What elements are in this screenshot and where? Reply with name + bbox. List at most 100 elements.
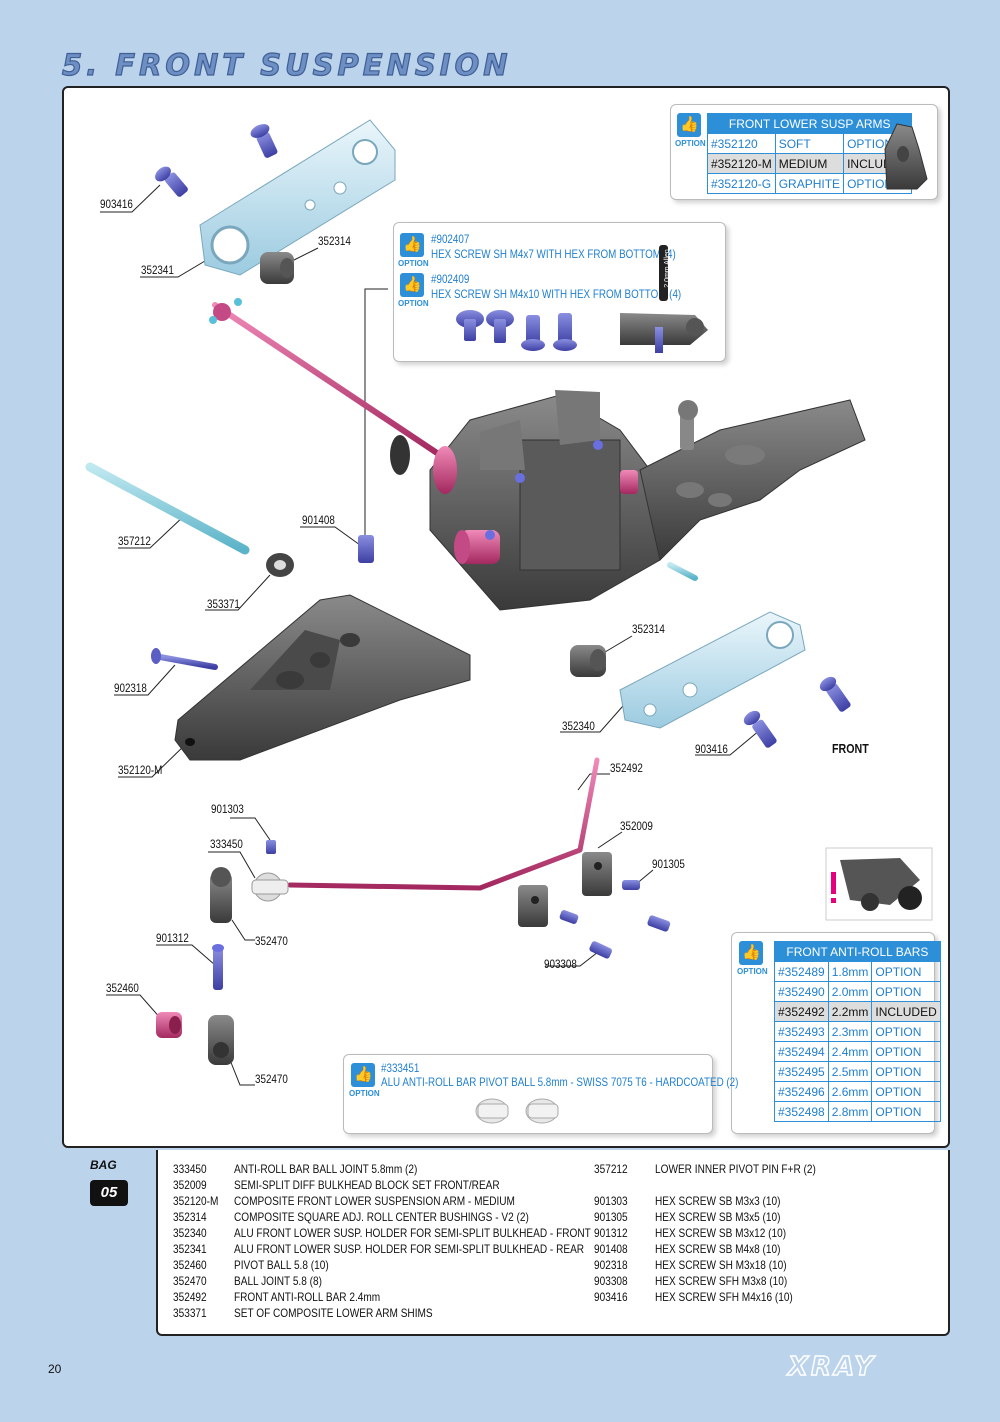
- callout-352341: 352341: [141, 263, 174, 277]
- callout-333450: 333450: [210, 837, 243, 851]
- bars-row-code: #352489: [774, 961, 829, 982]
- part-desc: ALU FRONT LOWER SUSP. HOLDER FOR SEMI-SP…: [234, 1242, 585, 1256]
- part-desc: HEX SCREW SB M4x8 (10): [655, 1242, 781, 1256]
- part-code: 352340: [173, 1226, 207, 1240]
- callout-903416-lower: 903416: [695, 742, 728, 756]
- callout-901303: 901303: [211, 802, 244, 816]
- exploded-view-illustration: [85, 119, 933, 1086]
- part-desc: SET OF COMPOSITE LOWER ARM SHIMS: [234, 1306, 433, 1320]
- screw-set-illustration: [456, 310, 708, 353]
- thumbs-up-icon: [400, 273, 424, 297]
- part-desc: ANTI-ROLL BAR BALL JOINT 5.8mm (2): [234, 1162, 418, 1176]
- bars-row-size: 2.6mm: [827, 1081, 873, 1102]
- allen-tool-label: 2.0mm Allen: [663, 249, 671, 288]
- thumbs-up-icon: [739, 941, 763, 965]
- bars-row-status: INCLUDED: [871, 1001, 941, 1022]
- part-desc: HEX SCREW SB M3x5 (10): [655, 1210, 781, 1224]
- option-desc-902409: HEX SCREW SH M4x10 WITH HEX FROM BOTTOM …: [431, 287, 682, 301]
- part-code: 903416: [594, 1290, 628, 1304]
- part-code: 352492: [173, 1290, 207, 1304]
- option-code-333451: #333451: [381, 1061, 420, 1075]
- part-code: 901303: [594, 1194, 628, 1208]
- bars-row-status: OPTION: [871, 1061, 941, 1082]
- callout-352470: 352470: [255, 934, 288, 948]
- arms-row-type: SOFT: [774, 133, 845, 154]
- part-code: 901312: [594, 1226, 628, 1240]
- callout-357212: 357212: [118, 534, 151, 548]
- bars-row-size: 2.4mm: [827, 1041, 873, 1062]
- part-desc: FRONT ANTI-ROLL BAR 2.4mm: [234, 1290, 381, 1304]
- arms-row-code: #352120-M: [707, 153, 776, 174]
- pivot-ball-option-box: OPTION #333451 ALU ANTI-ROLL BAR PIVOT B…: [343, 1054, 738, 1134]
- thumbs-up-icon: [351, 1063, 375, 1087]
- part-desc: HEX SCREW SFH M3x8 (10): [655, 1274, 788, 1288]
- callout-352120-m: 352120-M: [118, 763, 163, 777]
- callout-352314: 352314: [318, 234, 351, 248]
- part-desc: BALL JOINT 5.8 (8): [234, 1274, 322, 1288]
- bag-number: 05: [90, 1180, 128, 1206]
- part-code: 357212: [594, 1162, 628, 1176]
- part-desc: HEX SCREW SB M3x3 (10): [655, 1194, 781, 1208]
- arms-table-header: FRONT LOWER SUSP ARMS: [706, 113, 913, 134]
- part-code: 902318: [594, 1258, 628, 1272]
- option-code-902409: #902409: [431, 272, 470, 286]
- bars-row-code: #352495: [774, 1061, 829, 1082]
- part-desc: COMPOSITE SQUARE ADJ. ROLL CENTER BUSHIN…: [234, 1210, 529, 1224]
- part-desc: HEX SCREW SB M3x12 (10): [655, 1226, 787, 1240]
- part-code: 333450: [173, 1162, 207, 1176]
- option-desc-902407: HEX SCREW SH M4x7 WITH HEX FROM BOTTOM (…: [431, 247, 676, 261]
- bars-table-header: FRONT ANTI-ROLL BARS: [774, 941, 941, 962]
- bars-row-status: OPTION: [871, 1041, 941, 1062]
- allen-tool-icon: [659, 245, 668, 301]
- callout-901305: 901305: [652, 857, 685, 871]
- part-code: 352470: [173, 1274, 207, 1288]
- bars-row-size: 2.8mm: [827, 1101, 873, 1122]
- part-desc: SEMI-SPLIT DIFF BULKHEAD BLOCK SET FRONT…: [234, 1178, 500, 1192]
- bars-row-code: #352493: [774, 1021, 829, 1042]
- xray-logo: XRAY: [787, 1351, 877, 1383]
- arms-option-box: OPTION FRONT LOWER SUSP ARMS #352120SOFT…: [670, 104, 938, 200]
- pivot-ball-illustration: [475, 1098, 559, 1124]
- callout-902318: 902318: [114, 681, 147, 695]
- bag-label: BAG: [90, 1158, 117, 1172]
- bars-row-size: 1.8mm: [827, 961, 873, 982]
- part-code: 901408: [594, 1242, 628, 1256]
- bars-row-status: OPTION: [871, 961, 941, 982]
- option-desc-333451: ALU ANTI-ROLL BAR PIVOT BALL 5.8mm - SWI…: [381, 1075, 739, 1089]
- callout-352460: 352460: [106, 981, 139, 995]
- callout-352314-lower: 352314: [632, 622, 665, 636]
- lower-arm-thumbnail: [884, 123, 928, 190]
- callout-352470-lower: 352470: [255, 1072, 288, 1086]
- front-marker: FRONT: [832, 741, 869, 756]
- bars-row-status: OPTION: [871, 1021, 941, 1042]
- bars-row-code: #352496: [774, 1081, 829, 1102]
- part-code: 352314: [173, 1210, 207, 1224]
- callout-352009: 352009: [620, 819, 653, 833]
- part-code: 352460: [173, 1258, 207, 1272]
- bars-row-status: OPTION: [871, 1101, 941, 1122]
- arms-row-type: MEDIUM: [774, 153, 845, 174]
- callout-901408: 901408: [302, 513, 335, 527]
- bars-row-code: #352498: [774, 1101, 829, 1122]
- bars-row-size: 2.2mm: [827, 1001, 873, 1022]
- part-desc: PIVOT BALL 5.8 (10): [234, 1258, 329, 1272]
- arms-row-code: #352120: [707, 133, 776, 154]
- thumbs-up-icon: [400, 233, 424, 257]
- bars-row-size: 2.5mm: [827, 1061, 873, 1082]
- page-title: 5. FRONT SUSPENSION: [61, 47, 512, 82]
- part-desc: LOWER INNER PIVOT PIN F+R (2): [655, 1162, 816, 1176]
- part-desc: COMPOSITE FRONT LOWER SUSPENSION ARM - M…: [234, 1194, 515, 1208]
- part-code: 901305: [594, 1210, 628, 1224]
- bars-row-code: #352492: [774, 1001, 829, 1022]
- bars-row-size: 2.0mm: [827, 981, 873, 1002]
- option-label: OPTION: [398, 259, 429, 268]
- callout-901312: 901312: [156, 931, 189, 945]
- arms-row-type: GRAPHITE: [774, 173, 845, 194]
- part-desc: ALU FRONT LOWER SUSP. HOLDER FOR SEMI-SP…: [234, 1226, 591, 1240]
- bars-row-size: 2.3mm: [827, 1021, 873, 1042]
- part-desc: HEX SCREW SH M3x18 (10): [655, 1258, 787, 1272]
- option-label: OPTION: [737, 967, 768, 976]
- bars-row-code: #352490: [774, 981, 829, 1002]
- screw-option-box: OPTION OPTION #902407 HEX SCREW SH M4x7 …: [393, 222, 726, 362]
